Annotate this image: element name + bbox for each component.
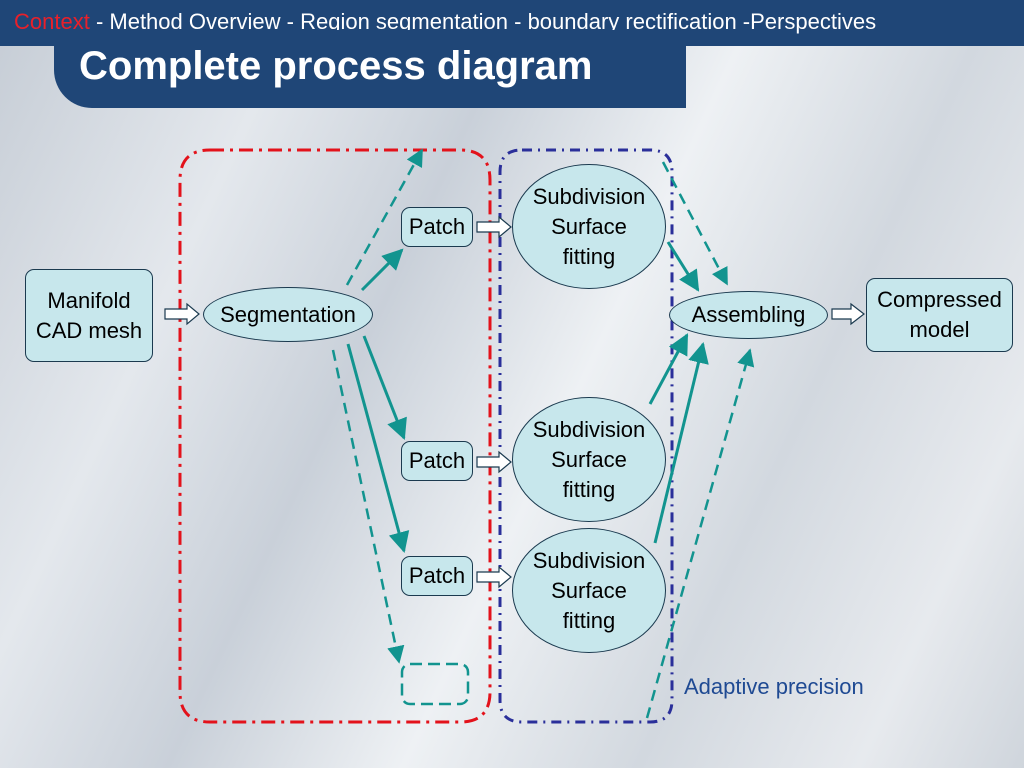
block-arrow-manifold-to-seg (164, 302, 200, 326)
arrow-seg-to-patch-3 (346, 343, 410, 554)
fitting-region-outline (498, 148, 674, 724)
subdivision-fitting-node-3: Subdivision Surface fitting (512, 528, 666, 653)
breadcrumb-context[interactable]: Context (14, 9, 90, 34)
arrow-subdiv-1-to-assembling (666, 241, 700, 292)
adaptive-precision-label: Adaptive precision (684, 674, 864, 699)
block-arrow-patch-1-to-subdiv (476, 215, 512, 239)
patch-box-3: Patch (401, 556, 473, 596)
page-title: Complete process diagram (79, 44, 593, 88)
arrow-seg-to-patch-2 (362, 335, 407, 440)
segmentation-node: Segmentation (203, 287, 373, 342)
subdivision-fitting-node-2: Subdivision Surface fitting (512, 397, 666, 522)
block-arrow-assembling-to-compressed (831, 302, 865, 326)
patch-box-2: Patch (401, 441, 473, 481)
breadcrumb: Context - Method Overview - Region segme… (14, 9, 876, 35)
patch-box-1: Patch (401, 207, 473, 247)
compressed-model-box: Compressed model (866, 278, 1013, 352)
arrow-seg-to-patch-1 (360, 248, 404, 292)
subdivision-fitting-node-1: Subdivision Surface fitting (512, 164, 666, 289)
placeholder-patch (400, 662, 470, 706)
arrow-subdiv-3-to-assembling (653, 341, 709, 544)
assembling-node: Assembling (669, 291, 828, 339)
title-tab (54, 30, 686, 108)
dashed-arrow-top-to-assembling (661, 161, 729, 286)
block-arrow-patch-2-to-subdiv (476, 450, 512, 474)
segmentation-region-outline (178, 148, 492, 724)
block-arrow-patch-3-to-subdiv (476, 565, 512, 589)
breadcrumb-rest: - Method Overview - Region segmentation … (89, 9, 877, 34)
dashed-arrow-bottom-to-assembling (645, 348, 755, 719)
arrow-subdiv-2-to-assembling (648, 333, 689, 405)
manifold-cad-mesh-box: Manifold CAD mesh (25, 269, 153, 362)
dashed-arrow-seg-upper (345, 148, 424, 286)
